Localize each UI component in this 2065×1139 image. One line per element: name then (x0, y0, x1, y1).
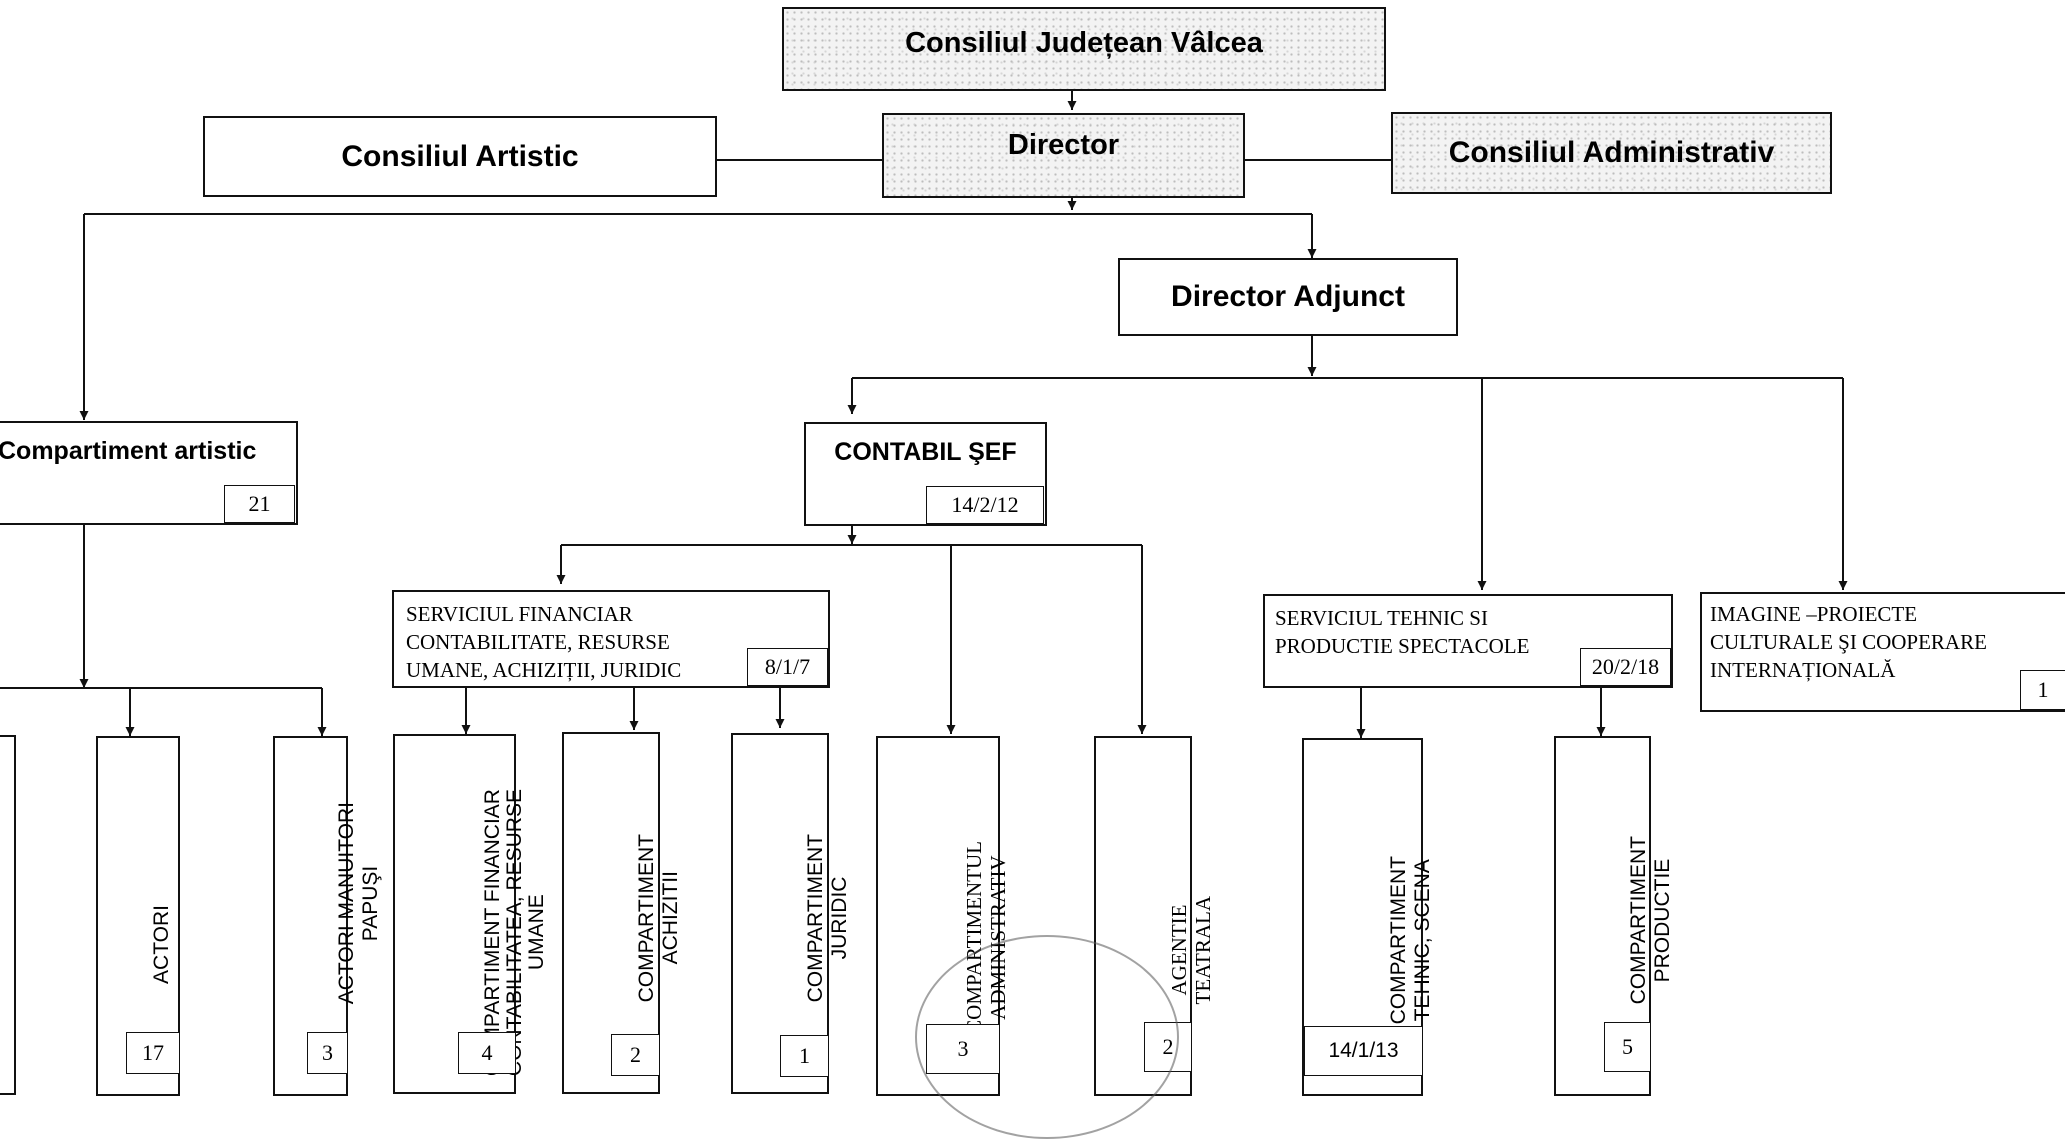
image-projects-count: 1 (2020, 670, 2065, 710)
scena-box: COMPARTIMENT TEHNIC, SCENA 14/1/13 (1302, 738, 1434, 1096)
financiar-box: COMPARTIMENT FINANCIAR CONTABILITATEA, R… (393, 734, 548, 1094)
actori-label: ACTORI (150, 905, 173, 984)
image-projects-title: IMAGINE –PROIECTE CULTURALE ŞI COOPERARE… (1710, 602, 1987, 682)
achizitii-count: 2 (611, 1034, 660, 1076)
actori-count: 17 (126, 1032, 180, 1074)
technical-service-title: SERVICIUL TEHNIC SI PRODUCTIE SPECTACOLE (1275, 606, 1530, 658)
juridic-count: 1 (780, 1035, 829, 1077)
scena-count: 14/1/13 (1304, 1026, 1423, 1076)
manuitori-count: 3 (307, 1032, 348, 1074)
image-projects-box: IMAGINE –PROIECTE CULTURALE ŞI COOPERARE… (1700, 592, 2065, 712)
financial-service-title: SERVICIUL FINANCIAR CONTABILITATE, RESUR… (406, 602, 682, 682)
scena-label: COMPARTIMENT TEHNIC, SCENA (1386, 855, 1434, 1024)
productie-count: 5 (1604, 1022, 1651, 1072)
agentie-label: AGENTIE TEATRALA (1167, 895, 1215, 1005)
financial-service-count: 8/1/7 (747, 648, 828, 686)
cut-off-column-box (0, 735, 16, 1095)
artistic-dept-title: Compartiment artistic (0, 437, 257, 465)
productie-box: COMPARTIMENT PRODUCTIE 5 (1554, 736, 1674, 1096)
technical-service-box: SERVICIUL TEHNIC SI PRODUCTIE SPECTACOLE… (1263, 594, 1673, 688)
official-stamp-seal (915, 935, 1179, 1139)
director-title: Director (1007, 129, 1120, 161)
artistic-council-title: Consiliul Artistic (341, 139, 579, 173)
deputy-director-box: Director Adjunct (1118, 258, 1458, 336)
deputy-director-title: Director Adjunct (1171, 280, 1405, 313)
admin-council-box: Consiliul Administrativ (1391, 112, 1832, 194)
chief-accountant-box: CONTABIL ŞEF 14/2/12 (804, 422, 1047, 526)
chief-accountant-count: 14/2/12 (926, 486, 1044, 524)
org-chart: Consiliul Județean Vâlcea Director Consi… (0, 7, 2065, 1139)
admin-council-title: Consiliul Administrativ (1448, 136, 1775, 169)
manuitori-label: ACTORI MANUITORI PAPUŞI (334, 801, 382, 1004)
director-box: Director (882, 113, 1245, 198)
county-council-title: Consiliul Județean Vâlcea (905, 27, 1263, 59)
manuitori-box: ACTORI MANUITORI PAPUŞI 3 (273, 736, 382, 1096)
county-council-box: Consiliul Județean Vâlcea (782, 7, 1386, 91)
technical-service-count: 20/2/18 (1580, 648, 1671, 686)
achizitii-label: COMPARTIMENT ACHIZITII (635, 833, 682, 1002)
juridic-label: COMPARTIMENT JURIDIC (804, 833, 851, 1002)
artistic-dept-count: 21 (224, 485, 295, 523)
juridic-box: COMPARTIMENT JURIDIC 1 (731, 733, 851, 1094)
artistic-dept-box: Compartiment artistic 21 (0, 421, 298, 525)
connector-lines (0, 90, 1848, 738)
productie-label: COMPARTIMENT PRODUCTIE (1626, 835, 1674, 1004)
financiar-count: 4 (458, 1032, 516, 1074)
chief-accountant-title: CONTABIL ŞEF (834, 438, 1017, 466)
financial-service-box: SERVICIUL FINANCIAR CONTABILITATE, RESUR… (392, 590, 830, 688)
achizitii-box: COMPARTIMENT ACHIZITII 2 (562, 732, 682, 1094)
actori-box: ACTORI 17 (96, 736, 180, 1096)
artistic-council-box: Consiliul Artistic (203, 116, 717, 197)
